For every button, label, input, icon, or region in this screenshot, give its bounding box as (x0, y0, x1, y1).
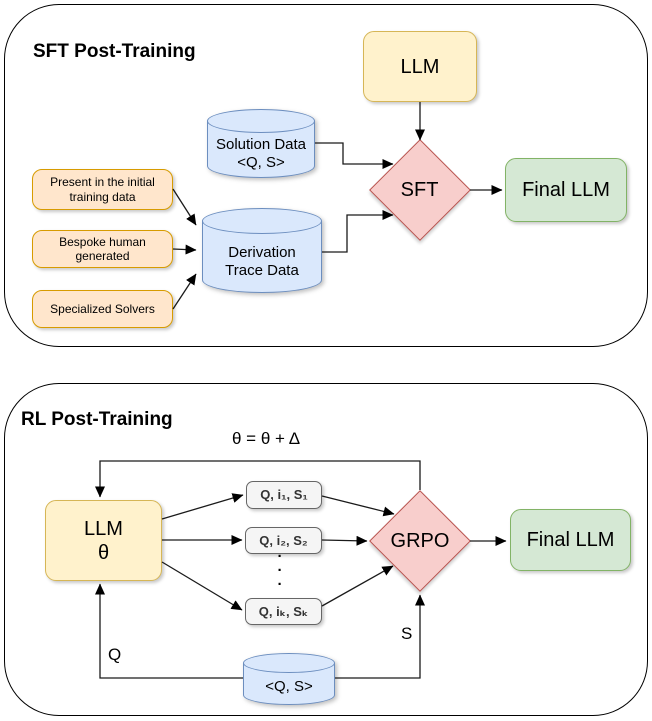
sample-k-node: Q, iₖ, Sₖ (245, 598, 322, 625)
cylinder-top (207, 109, 315, 133)
derivation-trace-text: Derivation Trace Data (202, 234, 322, 289)
derivation-trace-line2: Trace Data (225, 261, 299, 279)
rl-llm-node: LLM θ (45, 500, 162, 581)
rl-llm-text: LLM θ (84, 517, 123, 565)
sft-final-llm-node: Final LLM (505, 158, 627, 222)
derivation-trace-cylinder: Derivation Trace Data (202, 208, 322, 293)
sample-k-label: Q, iₖ, Sₖ (258, 603, 309, 619)
sft-final-llm-label: Final LLM (522, 179, 610, 201)
source-bespoke-human-label: Bespoke human generated (59, 234, 146, 263)
grpo-diamond-label: GRPO (390, 529, 450, 552)
rl-final-llm-label: Final LLM (526, 529, 615, 551)
rl-final-llm-node: Final LLM (510, 509, 631, 571)
qs-cylinder-text: <Q, S> (243, 671, 335, 703)
sample-2-label: Q, i₂, S₂ (259, 532, 308, 548)
source-specialized-solvers: Specialized Solvers (32, 290, 173, 328)
solution-data-text: Solution Data <Q, S> (207, 131, 315, 176)
qs-cylinder-label: <Q, S> (265, 678, 313, 696)
samples-ellipsis: · · · (277, 548, 283, 593)
source-initial-training-data-label: Present in the initial training data (50, 175, 155, 204)
solution-data-line1: Solution Data (215, 136, 307, 154)
source-specialized-solvers-label: Specialized Solvers (50, 301, 155, 316)
rl-llm-param: θ (97, 541, 110, 564)
rl-llm-label: LLM (84, 517, 123, 540)
solution-data-cylinder: Solution Data <Q, S> (207, 109, 315, 178)
source-initial-training-data: Present in the initial training data (32, 169, 173, 210)
rl-panel-title: RL Post-Training (21, 409, 173, 430)
sft-llm-node: LLM (363, 31, 477, 102)
source-bespoke-human: Bespoke human generated (32, 230, 173, 268)
sft-llm-label: LLM (400, 55, 440, 78)
update-rule-label: θ = θ + Δ (232, 429, 301, 448)
sft-panel-title: SFT Post-Training (33, 41, 196, 62)
solution-data-line2: <Q, S> (237, 153, 285, 171)
sample-2-node: Q, i₂, S₂ (245, 527, 322, 554)
cylinder-top (202, 208, 322, 234)
sample-1-label: Q, i₁, S₁ (260, 487, 308, 503)
derivation-trace-line1: Derivation (228, 244, 296, 262)
sample-1-node: Q, i₁, S₁ (246, 481, 322, 509)
q-edge-label: Q (108, 645, 122, 664)
s-edge-label: S (401, 624, 413, 643)
cylinder-top (243, 653, 335, 673)
qs-cylinder: <Q, S> (243, 653, 335, 705)
sft-diamond-label: SFT (401, 178, 439, 201)
